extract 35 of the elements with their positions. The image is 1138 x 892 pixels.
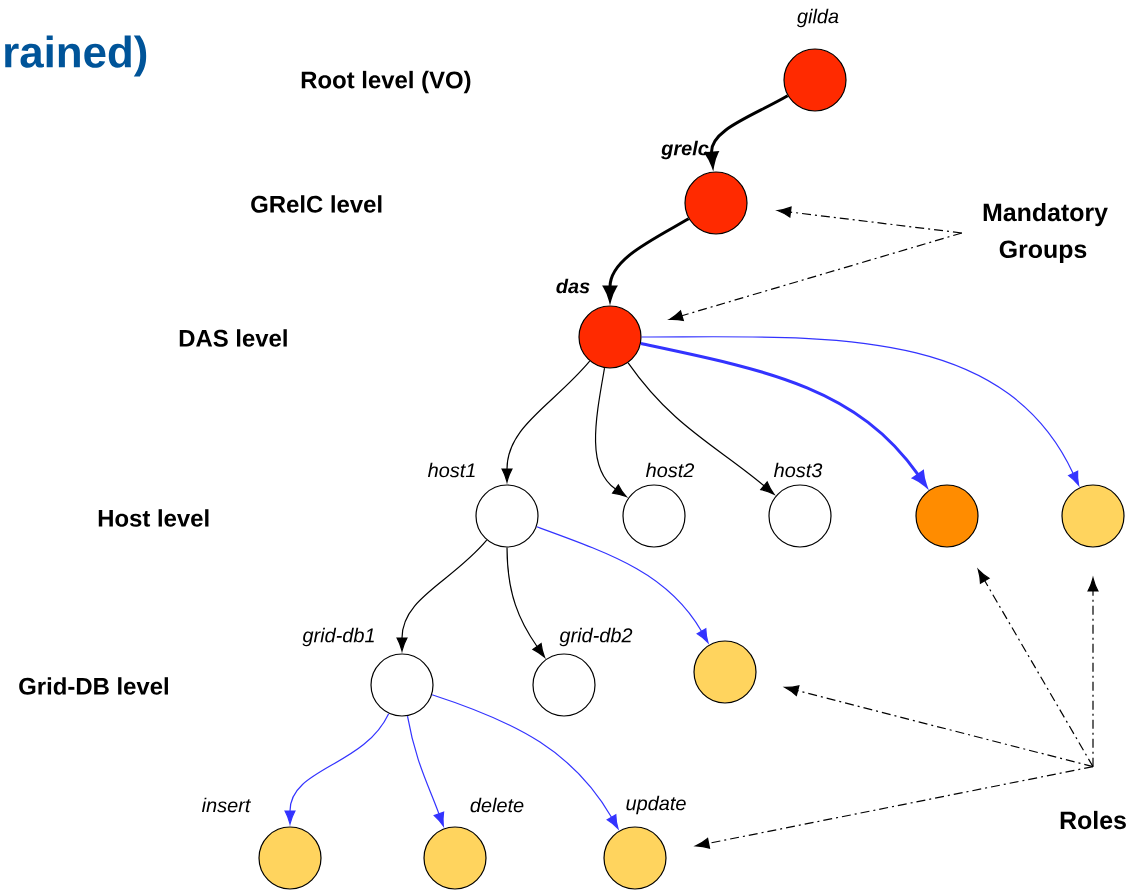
arrow bbox=[506, 547, 546, 658]
leader-arrow bbox=[1087, 577, 1099, 768]
level-label: GRelC level bbox=[251, 195, 382, 213]
leader-arrow bbox=[777, 206, 963, 234]
group-circle bbox=[915, 484, 979, 548]
leader-arrow bbox=[668, 232, 963, 322]
arrow bbox=[536, 526, 709, 644]
node-label: gilda bbox=[797, 8, 839, 28]
title-text: rained) bbox=[5, 35, 147, 77]
leader-arrow bbox=[784, 685, 1094, 768]
arrow bbox=[284, 713, 390, 825]
leader-arrow bbox=[695, 766, 1094, 849]
level-label: Host level bbox=[98, 509, 209, 527]
callout-text: Mandatory Groups bbox=[983, 202, 1108, 264]
level-label: DAS level bbox=[179, 329, 287, 347]
node-label: das bbox=[556, 278, 590, 294]
arrow bbox=[406, 715, 445, 827]
group-circle bbox=[1061, 484, 1125, 548]
node-label: grid-db1 bbox=[302, 627, 374, 647]
node-label: grelc bbox=[661, 140, 709, 160]
level-label: Root level (VO) bbox=[301, 70, 471, 94]
leader-arrow bbox=[977, 569, 1094, 768]
node-label: delete bbox=[470, 797, 524, 813]
node-label: update bbox=[626, 795, 686, 815]
node-label: host1 bbox=[427, 462, 475, 478]
callout-text: Roles bbox=[1060, 810, 1126, 830]
arrow bbox=[501, 360, 591, 483]
level-label: Grid-DB level bbox=[19, 677, 168, 695]
arrow bbox=[603, 217, 690, 302]
node-label: insert bbox=[201, 797, 252, 813]
arrow bbox=[396, 539, 488, 652]
arrow bbox=[594, 367, 627, 498]
group-circle bbox=[693, 640, 757, 704]
node-label: grid-db2 bbox=[559, 627, 633, 647]
arrow bbox=[431, 694, 619, 830]
